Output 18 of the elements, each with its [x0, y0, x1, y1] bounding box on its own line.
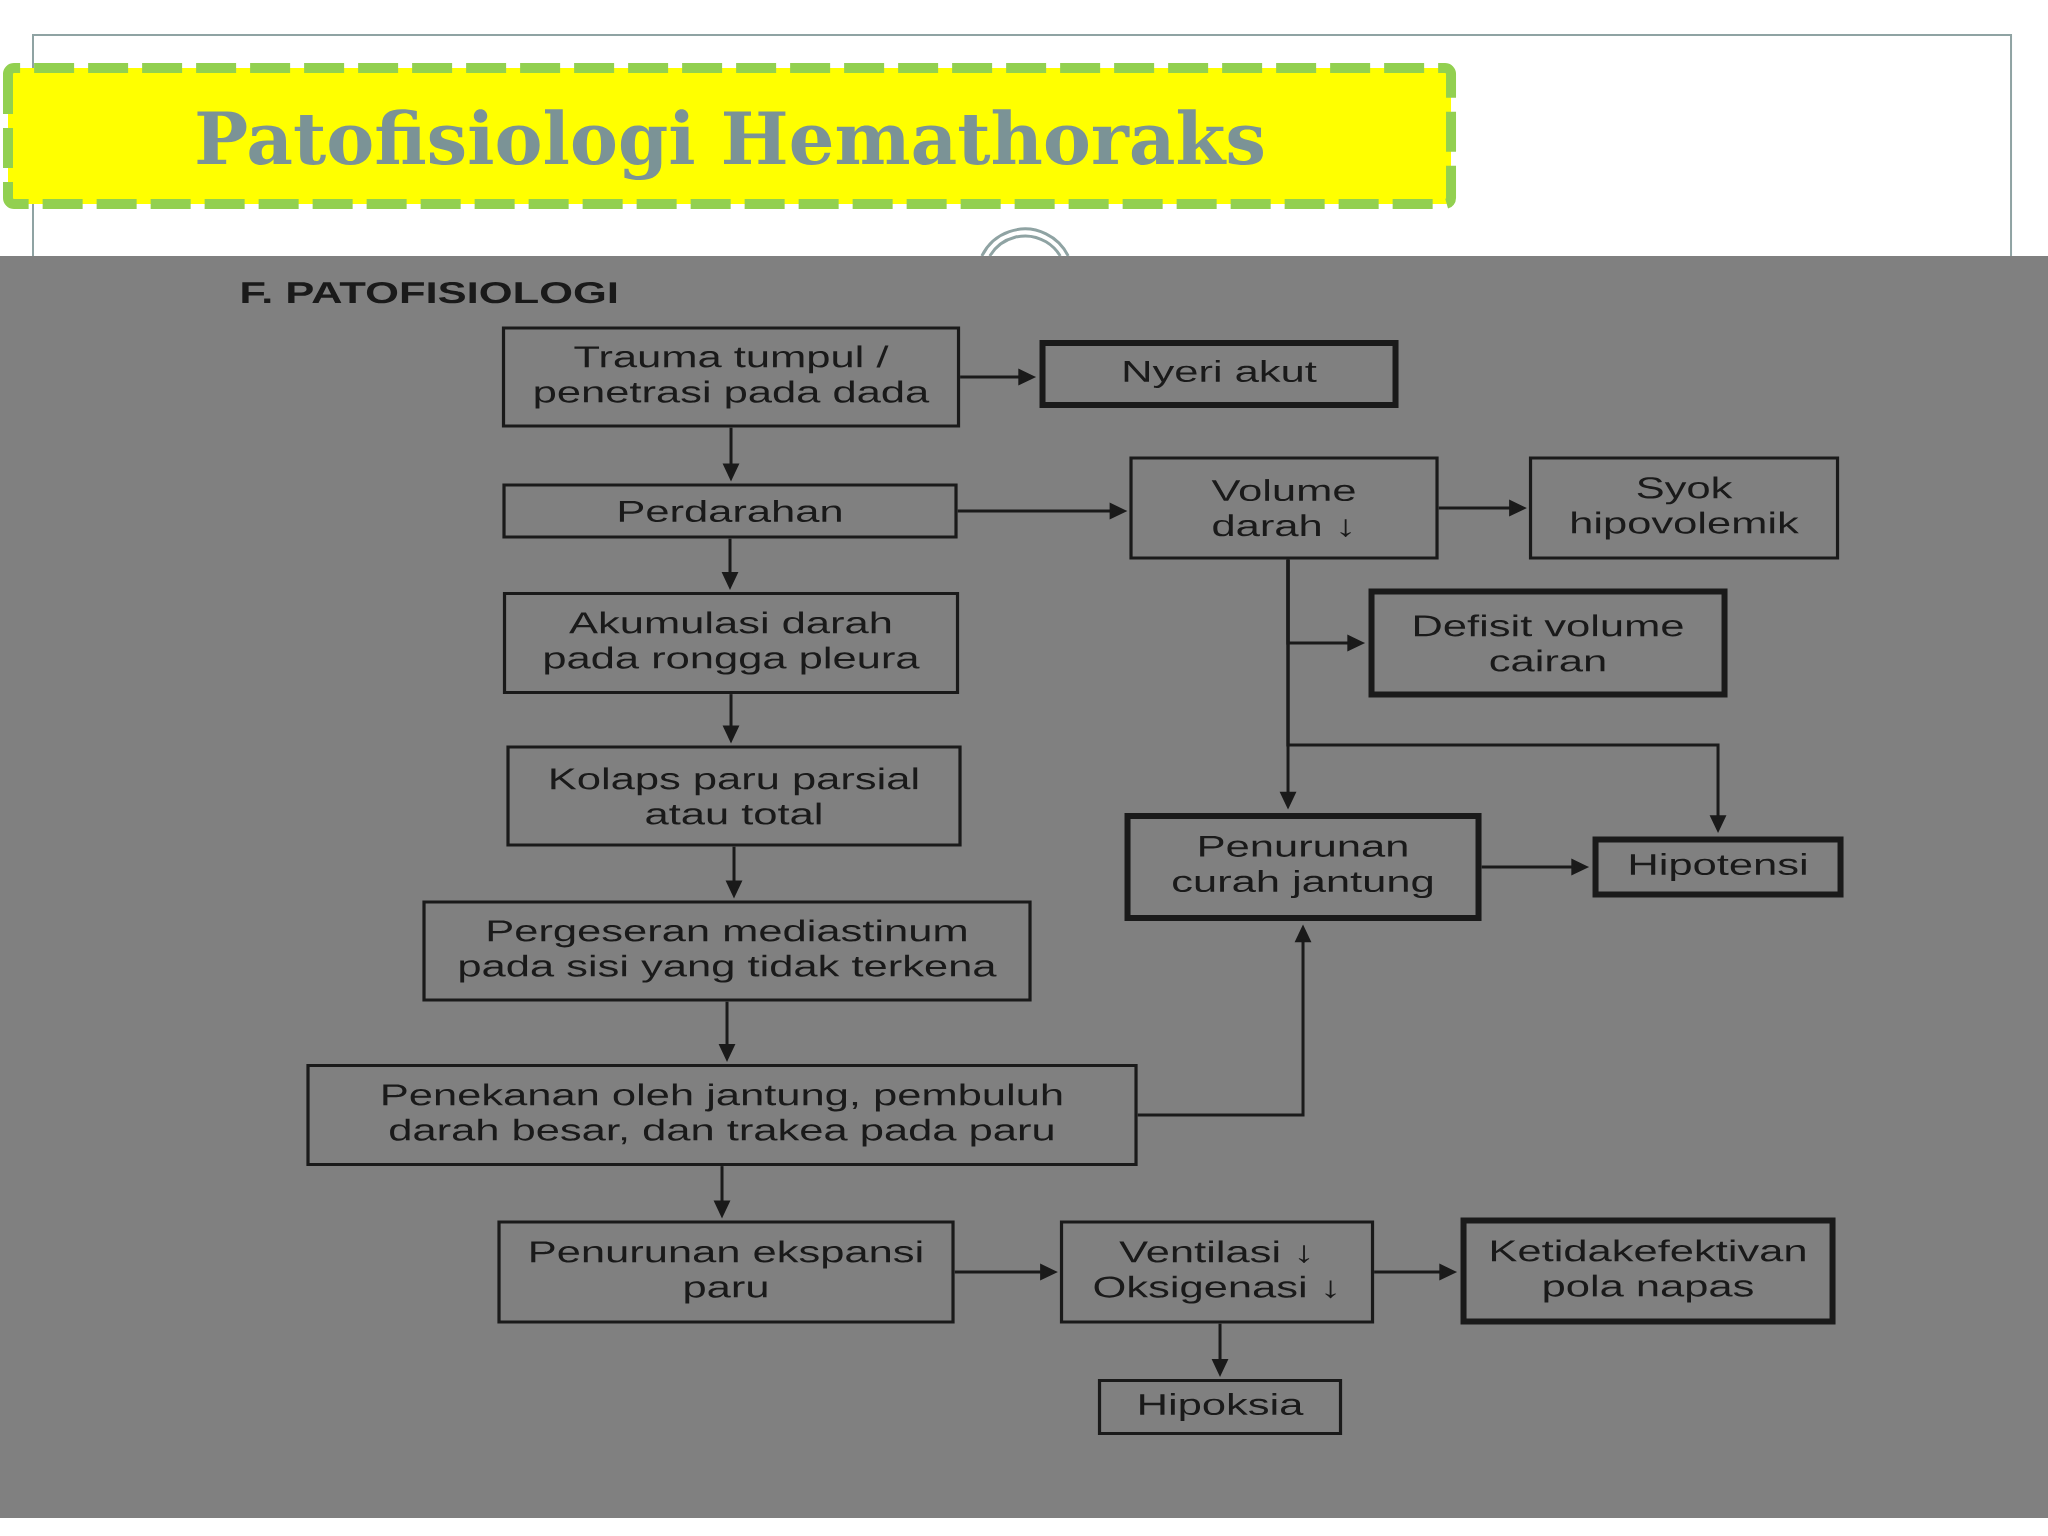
process-box: Penurunan ekspansi paru — [497, 1220, 955, 1324]
process-box: Ventilasi ↓ Oksigenasi ↓ — [1059, 1220, 1375, 1324]
title-banner: Patofisiologi Hemathoraks — [3, 63, 1457, 209]
section-heading: F. PATOFISIOLOGI — [242, 282, 617, 304]
process-box: Perdarahan — [502, 483, 958, 539]
process-box: Volume darah ↓ — [1129, 456, 1439, 560]
process-box: Kolaps paru parsial atau total — [506, 745, 962, 847]
process-box: Hipotensi — [1592, 836, 1844, 898]
process-box: Penurunan curah jantung — [1124, 813, 1482, 921]
process-box: Hipoksia — [1097, 1378, 1343, 1436]
process-box: Defisit volume cairan — [1368, 588, 1728, 698]
process-box: Ketidakefektivan pola napas — [1460, 1217, 1836, 1325]
process-box: Nyeri akut — [1039, 340, 1399, 408]
process-box: Akumulasi darah pada rongga pleura — [502, 591, 960, 695]
process-box: Syok hipovolemik — [1528, 456, 1840, 560]
process-box: Trauma tumpul / penetrasi pada dada — [501, 326, 961, 428]
process-box: Pergeseran mediastinum pada sisi yang tidak terkena — [422, 900, 1032, 1002]
process-box: Penekanan oleh jantung, pembuluh darah besar, dan trakea pada paru — [306, 1063, 1138, 1167]
